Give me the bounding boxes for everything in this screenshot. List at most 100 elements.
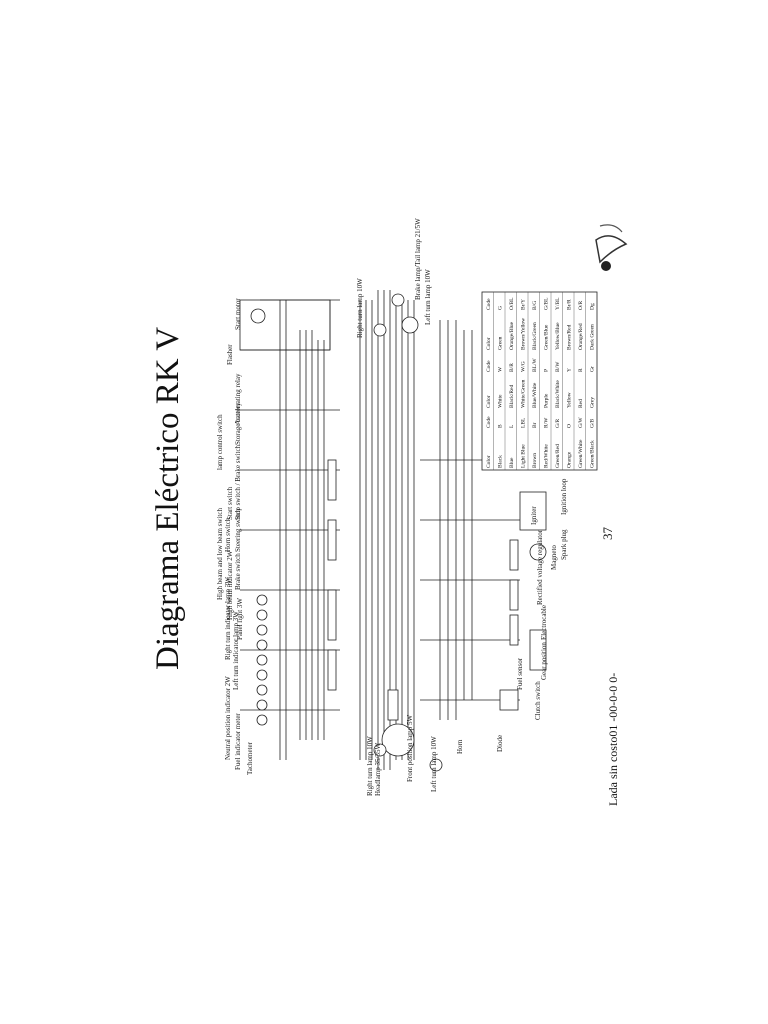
table-cell: G: [498, 306, 504, 310]
label-start-motor: Start motor: [234, 298, 242, 330]
label-high-beam-indicator: High beam indicator 2W: [226, 550, 234, 620]
label-left-indicator: Left turn indicator lamp 3W: [232, 611, 240, 690]
table-cell: Yellow: [567, 392, 573, 408]
label-right-turn-front: Right turn lamp 10W: [366, 736, 374, 796]
table-cell: Br: [532, 422, 538, 428]
table-cell: G/W: [578, 417, 584, 429]
table-header-cell: Code: [486, 360, 492, 372]
table-cell: G/R: [555, 419, 561, 429]
table-cell: BL/W: [532, 357, 538, 372]
label-flasher: Flasher: [226, 344, 234, 365]
label-igniter: Igniter: [530, 506, 538, 525]
table-cell: Black/Green: [532, 322, 538, 350]
label-tachometer: Tachometer: [246, 741, 254, 775]
table-cell: Black: [498, 455, 504, 468]
table-cell: O: [567, 424, 573, 428]
label-neutral-indicator: Neutral position indicator 2W: [224, 676, 232, 760]
label-magneto: Magneto: [550, 545, 558, 570]
table-cell: Yellow/Blue: [555, 322, 561, 350]
table-cell: G/BL: [544, 297, 550, 310]
table-cell: Y: [567, 368, 573, 372]
label-ignition-loop: Ignition loop: [560, 478, 568, 515]
label-diode: Diode: [496, 735, 504, 752]
table-cell: L: [509, 424, 515, 428]
label-right-indicator: Right turn indicator lamp 3W: [224, 577, 232, 660]
label-panel-light: Panel light 3W: [236, 598, 244, 640]
table-cell: LBL: [521, 417, 527, 428]
table-cell: Green/Black: [590, 440, 596, 468]
table-cell: Purple: [544, 393, 550, 408]
table-cell: R/W: [544, 417, 550, 428]
table-cell: Green: [498, 336, 504, 350]
table-cell: Br/R: [567, 299, 573, 310]
label-accelerating-relay: Accelerating relay: [234, 373, 242, 425]
table-cell: White: [498, 394, 504, 408]
label-spark-plug: Spark plug: [560, 529, 568, 560]
table-cell: O/R: [578, 301, 584, 311]
table-header-cell: Code: [486, 298, 492, 310]
table-cell: B/R: [509, 363, 515, 372]
label-horn-switch: Horn switch: [224, 517, 232, 552]
table-cell: Brown: [532, 453, 538, 468]
table-cell: B/G: [532, 301, 538, 310]
table-cell: Green/White: [578, 439, 584, 468]
label-rectifier: Rectified voltage regulator: [536, 529, 544, 605]
table-cell: B: [498, 424, 504, 428]
table-cell: Br/Y: [521, 299, 527, 310]
table-cell: Green/Blue: [544, 324, 550, 350]
table-cell: Brown/Yellow: [521, 318, 527, 350]
table-cell: O/BL: [509, 297, 515, 310]
table-cell: Y/BL: [555, 297, 561, 310]
table-header-cell: Color: [486, 455, 492, 468]
color-code-table: ColorCodeColorCodeColorCodeBlackBWhiteWG…: [481, 291, 598, 471]
label-high-beam: High beam and low beam switch: [216, 508, 224, 600]
label-brake-tail: Brake lamp/Tail lamp 21/5W: [414, 218, 422, 300]
table-cell: W: [498, 366, 504, 372]
table-cell: Black/White: [555, 380, 561, 408]
label-gear-position: Gear position: [540, 642, 548, 680]
table-cell: Black/Red: [509, 385, 515, 408]
label-front-position: Front position lamp 5W: [406, 715, 414, 782]
label-start-switch: Start switch: [226, 486, 234, 520]
table-cell: Light Blue: [521, 444, 527, 468]
table-header-cell: Color: [486, 337, 492, 350]
table-cell: Green/Red: [555, 444, 561, 468]
table-cell: W/G: [521, 361, 527, 372]
label-left-turn-front: Left turn lamp 10W: [430, 736, 438, 792]
table-cell: Orange/Red: [578, 323, 584, 350]
brand-logo-icon: [595, 224, 628, 271]
table-cell: R: [578, 368, 584, 372]
label-headlamp: Headlamp 35/35W: [374, 743, 382, 796]
connectors: [327, 459, 519, 721]
label-electrocable: Electrocable: [540, 605, 548, 640]
table-header-cell: Color: [486, 395, 492, 408]
table-header-cell: Code: [486, 416, 492, 428]
label-fuel-sensor: Fuel sensor: [516, 657, 524, 690]
footer-text: Lada sin costo01 -00-0-0 0-: [606, 672, 620, 806]
label-fuel-indicator: Fuel indicator meter: [234, 713, 242, 770]
label-lamp-control-switch: lamp control switch: [216, 414, 224, 470]
table-cell: Brown/Red: [567, 324, 573, 350]
label-left-turn-rear: Left turn lamp 10W: [424, 269, 432, 325]
table-cell: White/Green: [521, 379, 527, 408]
label-clutch-switch: Clutch switch: [534, 681, 542, 720]
table-cell: Blue: [509, 457, 515, 468]
table-cell: Red: [578, 399, 584, 408]
label-storage-battery: Storage battery: [234, 402, 242, 445]
table-cell: Blue/White: [532, 382, 538, 408]
harness-lines: [239, 290, 520, 770]
table-cell: Gr: [590, 366, 596, 372]
table-cell: Orange: [567, 451, 573, 468]
label-right-turn-rear: Right turn lamp 10W: [356, 278, 364, 338]
table-cell: Red/White: [544, 444, 550, 468]
table-cell: Grey: [590, 397, 596, 408]
label-brake-switch: Brake switch: [234, 553, 242, 590]
table-cell: Dg: [590, 303, 596, 310]
label-steering-switch: Steering switch: [234, 508, 242, 552]
table-cell: B/W: [555, 361, 561, 372]
table-cell: Dark Green: [590, 324, 596, 350]
table-cell: Orange/Blue: [509, 321, 515, 350]
table-cell: G/B: [590, 419, 596, 429]
